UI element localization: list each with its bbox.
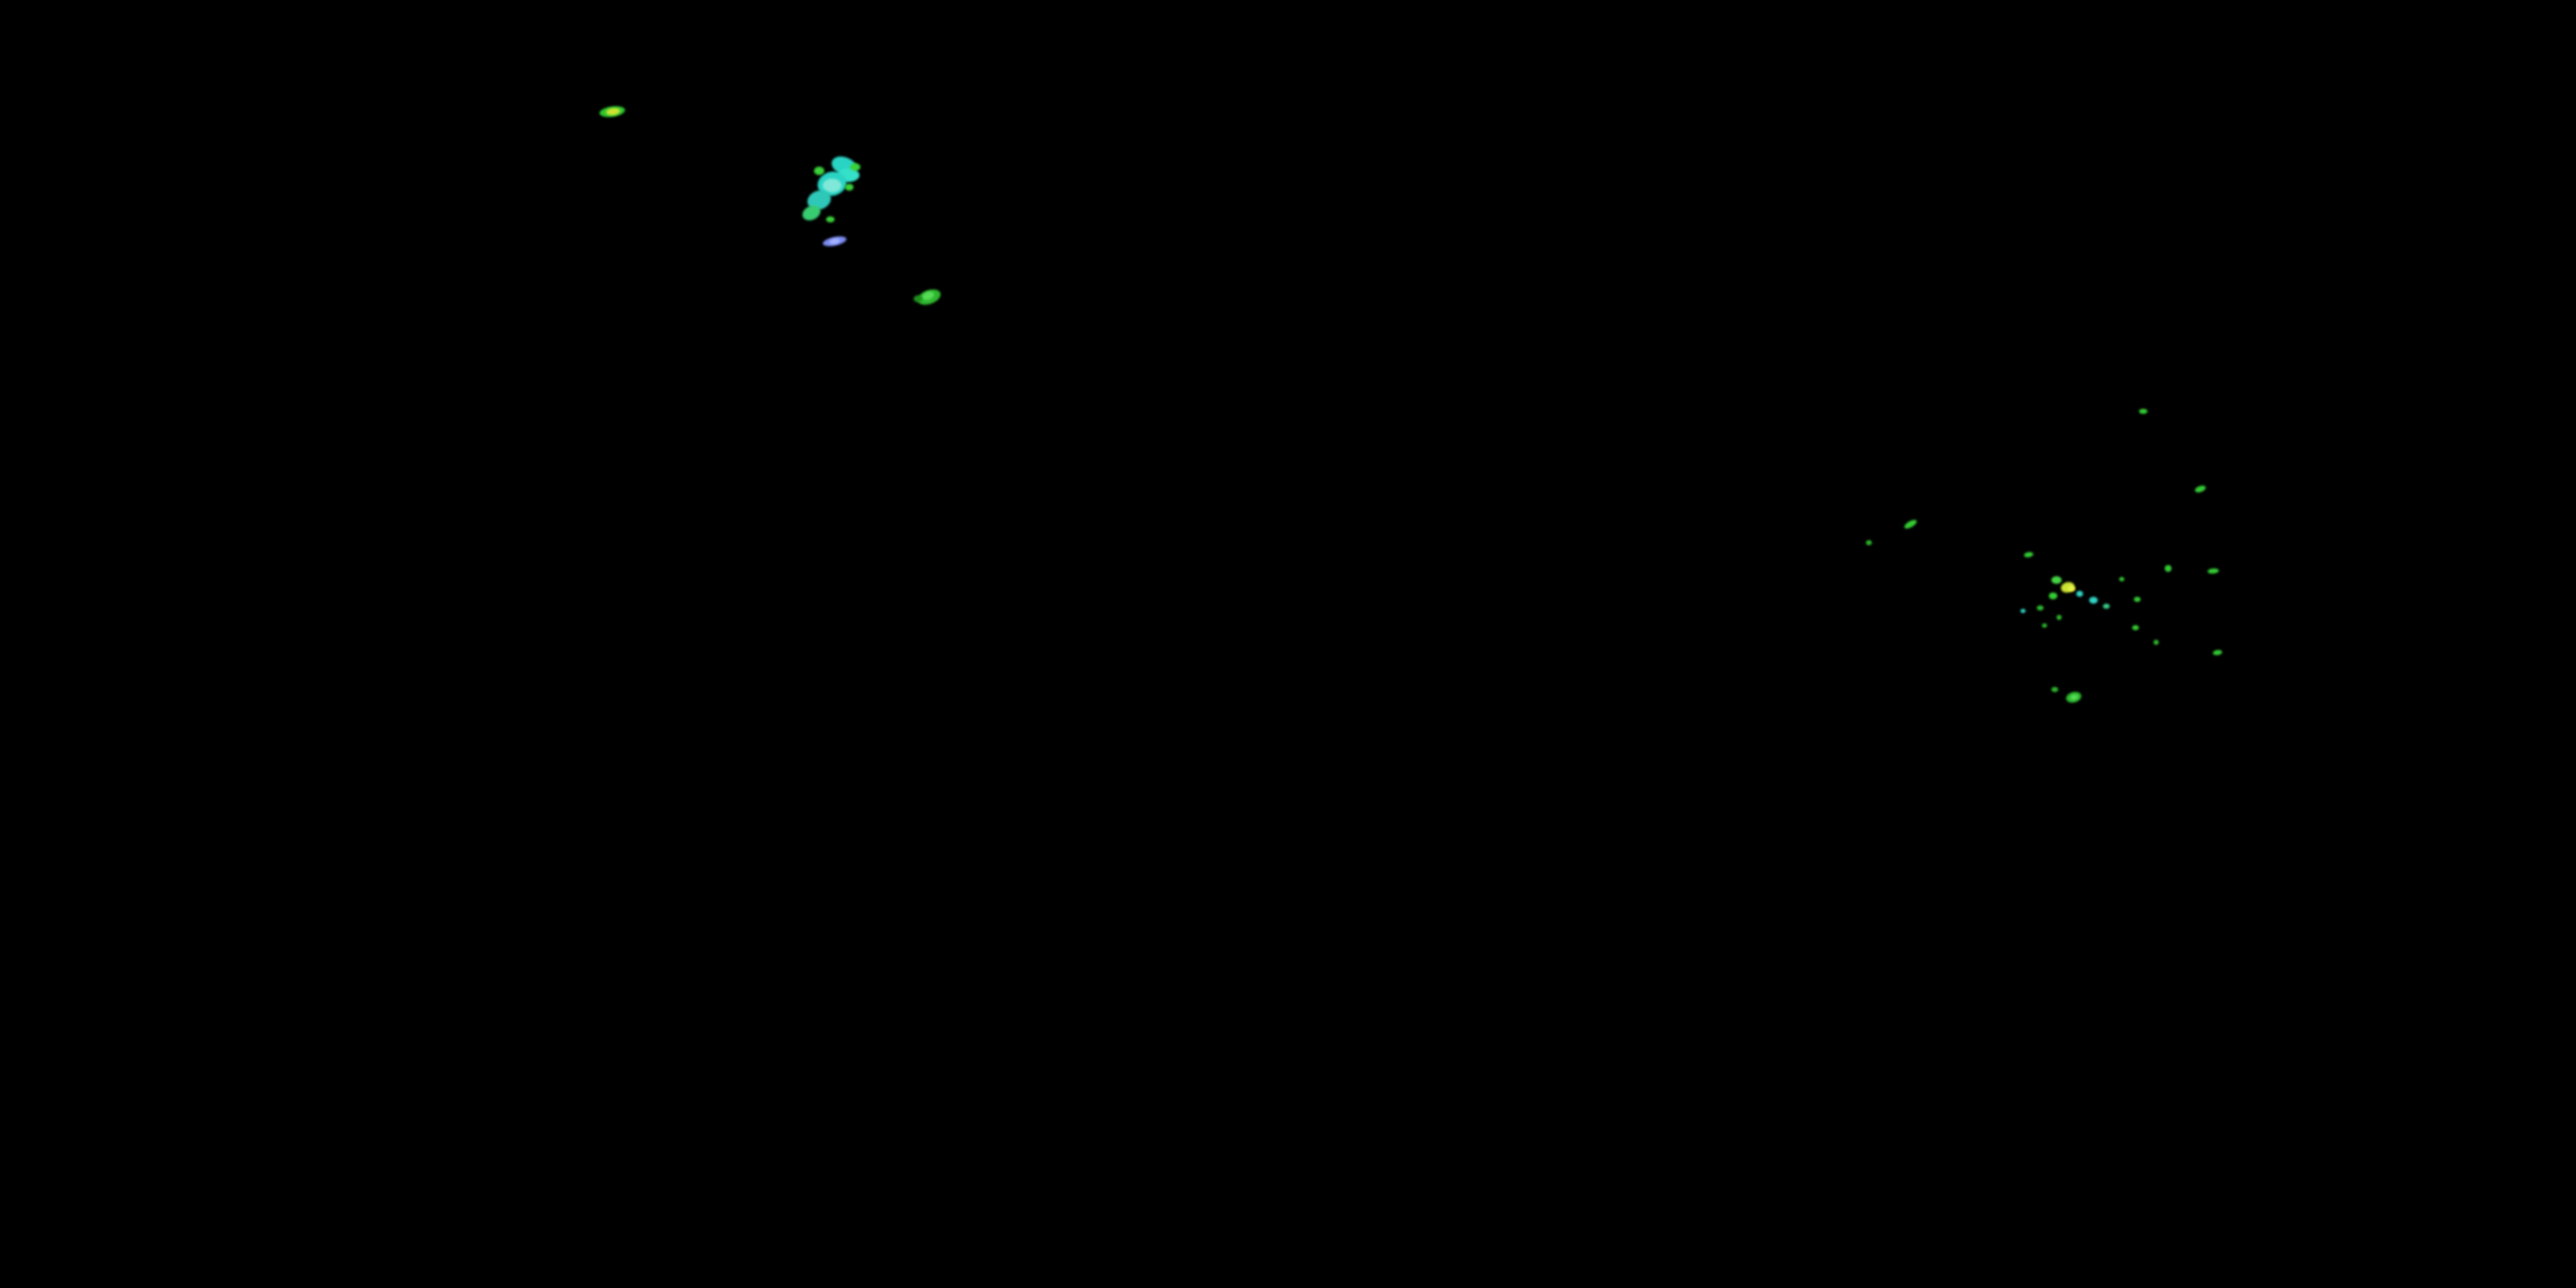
precip-echo-east-scatter <box>1903 518 1918 531</box>
precip-echo-east-scatter <box>2194 483 2207 495</box>
precip-echo-east-scatter <box>2134 597 2141 602</box>
precip-echo-north-central-cell <box>814 167 824 175</box>
precip-echo-east-scatter <box>2212 649 2223 656</box>
precip-echo-east-scatter <box>2051 687 2058 692</box>
precip-echo-east-scatter <box>2119 577 2124 581</box>
precip-echo-east-scatter <box>2068 586 2075 592</box>
precip-echo-east-scatter <box>2076 591 2083 597</box>
precip-echo-east-scatter <box>2049 592 2057 599</box>
precip-echo-north-central-cell <box>826 216 835 222</box>
precip-echo-east-scatter <box>2165 565 2172 572</box>
precip-echo-east-scatter <box>2023 551 2034 558</box>
precip-echo-north-central-cell <box>823 179 841 192</box>
precip-echo-east-scatter <box>2132 625 2139 630</box>
precip-echo-east-scatter <box>2207 568 2220 574</box>
precip-echo-green-kidney-cell <box>914 295 922 302</box>
precip-echo-east-scatter <box>2057 615 2062 620</box>
precip-echo-east-scatter <box>2020 609 2026 613</box>
precip-echo-east-scatter <box>1866 540 1872 545</box>
precip-echo-east-scatter <box>2051 576 2062 584</box>
precip-echo-east-scatter <box>2139 409 2148 414</box>
precip-echo-north-central-cell <box>845 184 854 191</box>
precip-echo-east-scatter <box>2103 604 2110 609</box>
precip-echo-east-scatter <box>2154 640 2159 645</box>
precip-echo-east-scatter <box>2089 597 2098 604</box>
precip-echo-east-scatter <box>2037 605 2044 611</box>
precip-echo-north-central-cell <box>850 163 860 171</box>
precip-echo-east-scatter <box>2042 623 2047 628</box>
